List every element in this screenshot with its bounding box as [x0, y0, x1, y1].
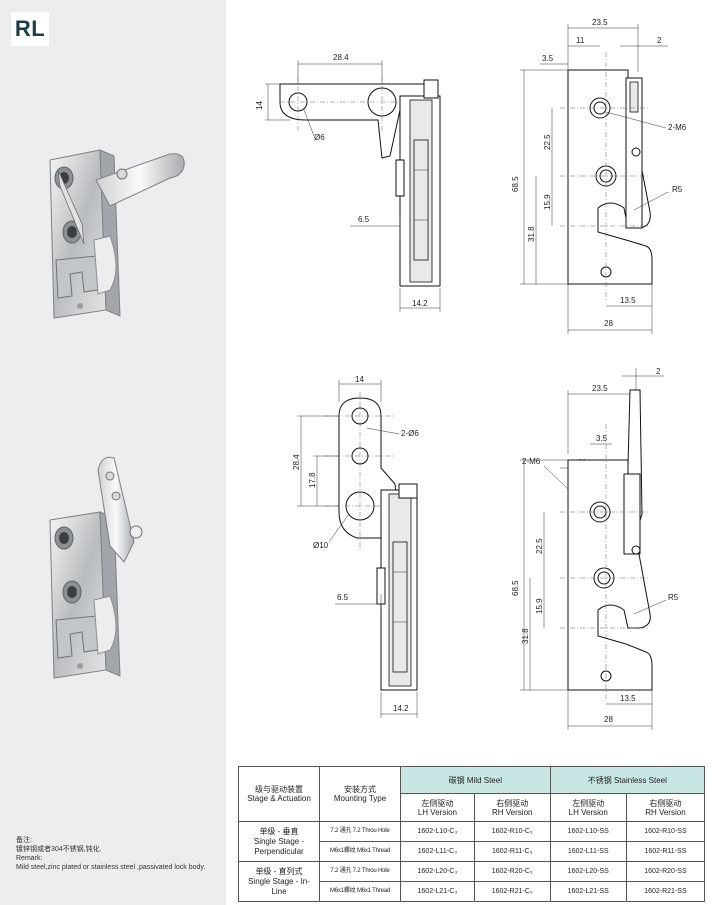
drawing-front-view-perpendicular: 23.5 11 2 3.5 68.5 22.5 15.9 31.8 2-M6 R… — [511, 18, 687, 334]
dim-28: 28 — [604, 715, 613, 724]
dim-3-5: 3.5 — [596, 434, 608, 443]
dim-31-8: 31.8 — [521, 628, 530, 644]
dim-68-5: 68.5 — [511, 580, 520, 596]
table-row: 单级 - 直列式 Single Stage - In-Line 7.2 通孔 7… — [238, 861, 706, 902]
dim-68-5: 68.5 — [511, 176, 520, 192]
dim-22-5: 22.5 — [543, 134, 552, 150]
series-badge: RL — [11, 12, 49, 46]
dim-dia-6: Ø6 — [314, 133, 325, 142]
header-stainless-steel: 不锈钢 Stainless Steel — [549, 766, 706, 794]
dim-13-5: 13.5 — [620, 296, 636, 305]
remark-text-en: Mild steel,zinc plated or stainless stee… — [16, 864, 206, 871]
dim-31-8: 31.8 — [527, 226, 536, 242]
dim-2-m6: 2-M6 — [522, 457, 541, 466]
part-number-table: 级与驱动装置 Stage & Actuation 安装方式 Mounting T… — [238, 766, 706, 902]
dim-28-4: 28.4 — [292, 454, 301, 470]
dim-2: 2 — [656, 367, 661, 376]
header-ss-rh: 右侧驱动 RH Version — [625, 793, 706, 822]
remark-label-en: Remark: — [16, 855, 43, 862]
stage-in-line: 单级 - 直列式 Single Stage - In-Line — [238, 861, 320, 902]
header-mild-rh: 右侧驱动 RH Version — [473, 793, 551, 822]
dim-14: 14 — [255, 101, 264, 110]
dim-23-5: 23.5 — [592, 384, 608, 393]
dim-3-5: 3.5 — [542, 54, 554, 63]
drawing-front-view-in-line: 2 23.5 3.5 11 2-M6 68.5 22.5 15.9 31.8 R… — [511, 367, 679, 730]
dim-2-m6: 2-M6 — [668, 123, 687, 132]
header-stage: 级与驱动装置 Stage & Actuation — [238, 766, 320, 822]
dim-14: 14 — [355, 375, 364, 384]
dim-15-9: 15.9 — [535, 598, 544, 614]
mount-hole: 7.2 通孔 7.2 Throu Hole — [319, 821, 401, 842]
header-mild-lh: 左侧驱动 LH Version — [400, 793, 475, 822]
dim-22-5: 22.5 — [535, 538, 544, 554]
dim-6-5: 6.5 — [337, 593, 349, 602]
mount-thread: M6x1螺纹 M6x1 Thread — [319, 881, 401, 902]
dim-r5: R5 — [668, 593, 679, 602]
mount-thread: M6x1螺纹 M6x1 Thread — [319, 841, 401, 862]
dim-14-2: 14.2 — [393, 704, 409, 713]
table-row: 单级 - 垂直 Single Stage - Perpendicular 7.2… — [238, 821, 706, 862]
table-row: M6x1螺纹 M6x1 Thread 1602-L21-C₃ 1602-R21-… — [239, 881, 706, 902]
left-panel — [0, 0, 226, 905]
dim-dia-10: Ø10 — [313, 541, 329, 550]
dim-14-2: 14.2 — [412, 299, 428, 308]
dim-r5: R5 — [672, 185, 683, 194]
dim-6-5: 6.5 — [358, 215, 370, 224]
dim-23-5: 23.5 — [592, 18, 608, 27]
dim-28-4: 28.4 — [333, 53, 349, 62]
drawing-side-view-in-line: 14 2-Ø6 28.4 17.8 Ø10 6.5 14.2 — [292, 375, 419, 718]
dim-28: 28 — [604, 319, 613, 328]
dim-15-9: 15.9 — [543, 194, 552, 210]
stage-perpendicular: 单级 - 垂直 Single Stage - Perpendicular — [238, 821, 320, 862]
dim-2: 2 — [657, 36, 662, 45]
remark-notes: 备注: 镀锌钢或者304不锈钢,钝化. Remark: Mild steel,z… — [16, 836, 221, 872]
product-photo-in-line — [49, 456, 143, 679]
dim-13-5: 13.5 — [620, 694, 636, 703]
dim-11: 11 — [576, 36, 585, 45]
product-photo-perpendicular — [49, 149, 185, 319]
drawing-side-view-perpendicular: 28.4 14 Ø6 6.5 14.2 — [255, 53, 441, 312]
mount-hole: 7.2 通孔 7.2 Throu Hole — [319, 861, 401, 882]
remark-label-cn: 备注: — [16, 837, 32, 844]
dim-2-dia-6: 2-Ø6 — [401, 429, 419, 438]
header-ss-lh: 左侧驱动 LH Version — [549, 793, 627, 822]
remark-text-cn: 镀锌钢或者304不锈钢,钝化. — [16, 846, 102, 853]
dim-17-8: 17.8 — [308, 472, 317, 488]
header-mounting: 安装方式 Mounting Type — [319, 766, 401, 822]
header-mild-steel: 碳钢 Mild Steel — [400, 766, 551, 794]
